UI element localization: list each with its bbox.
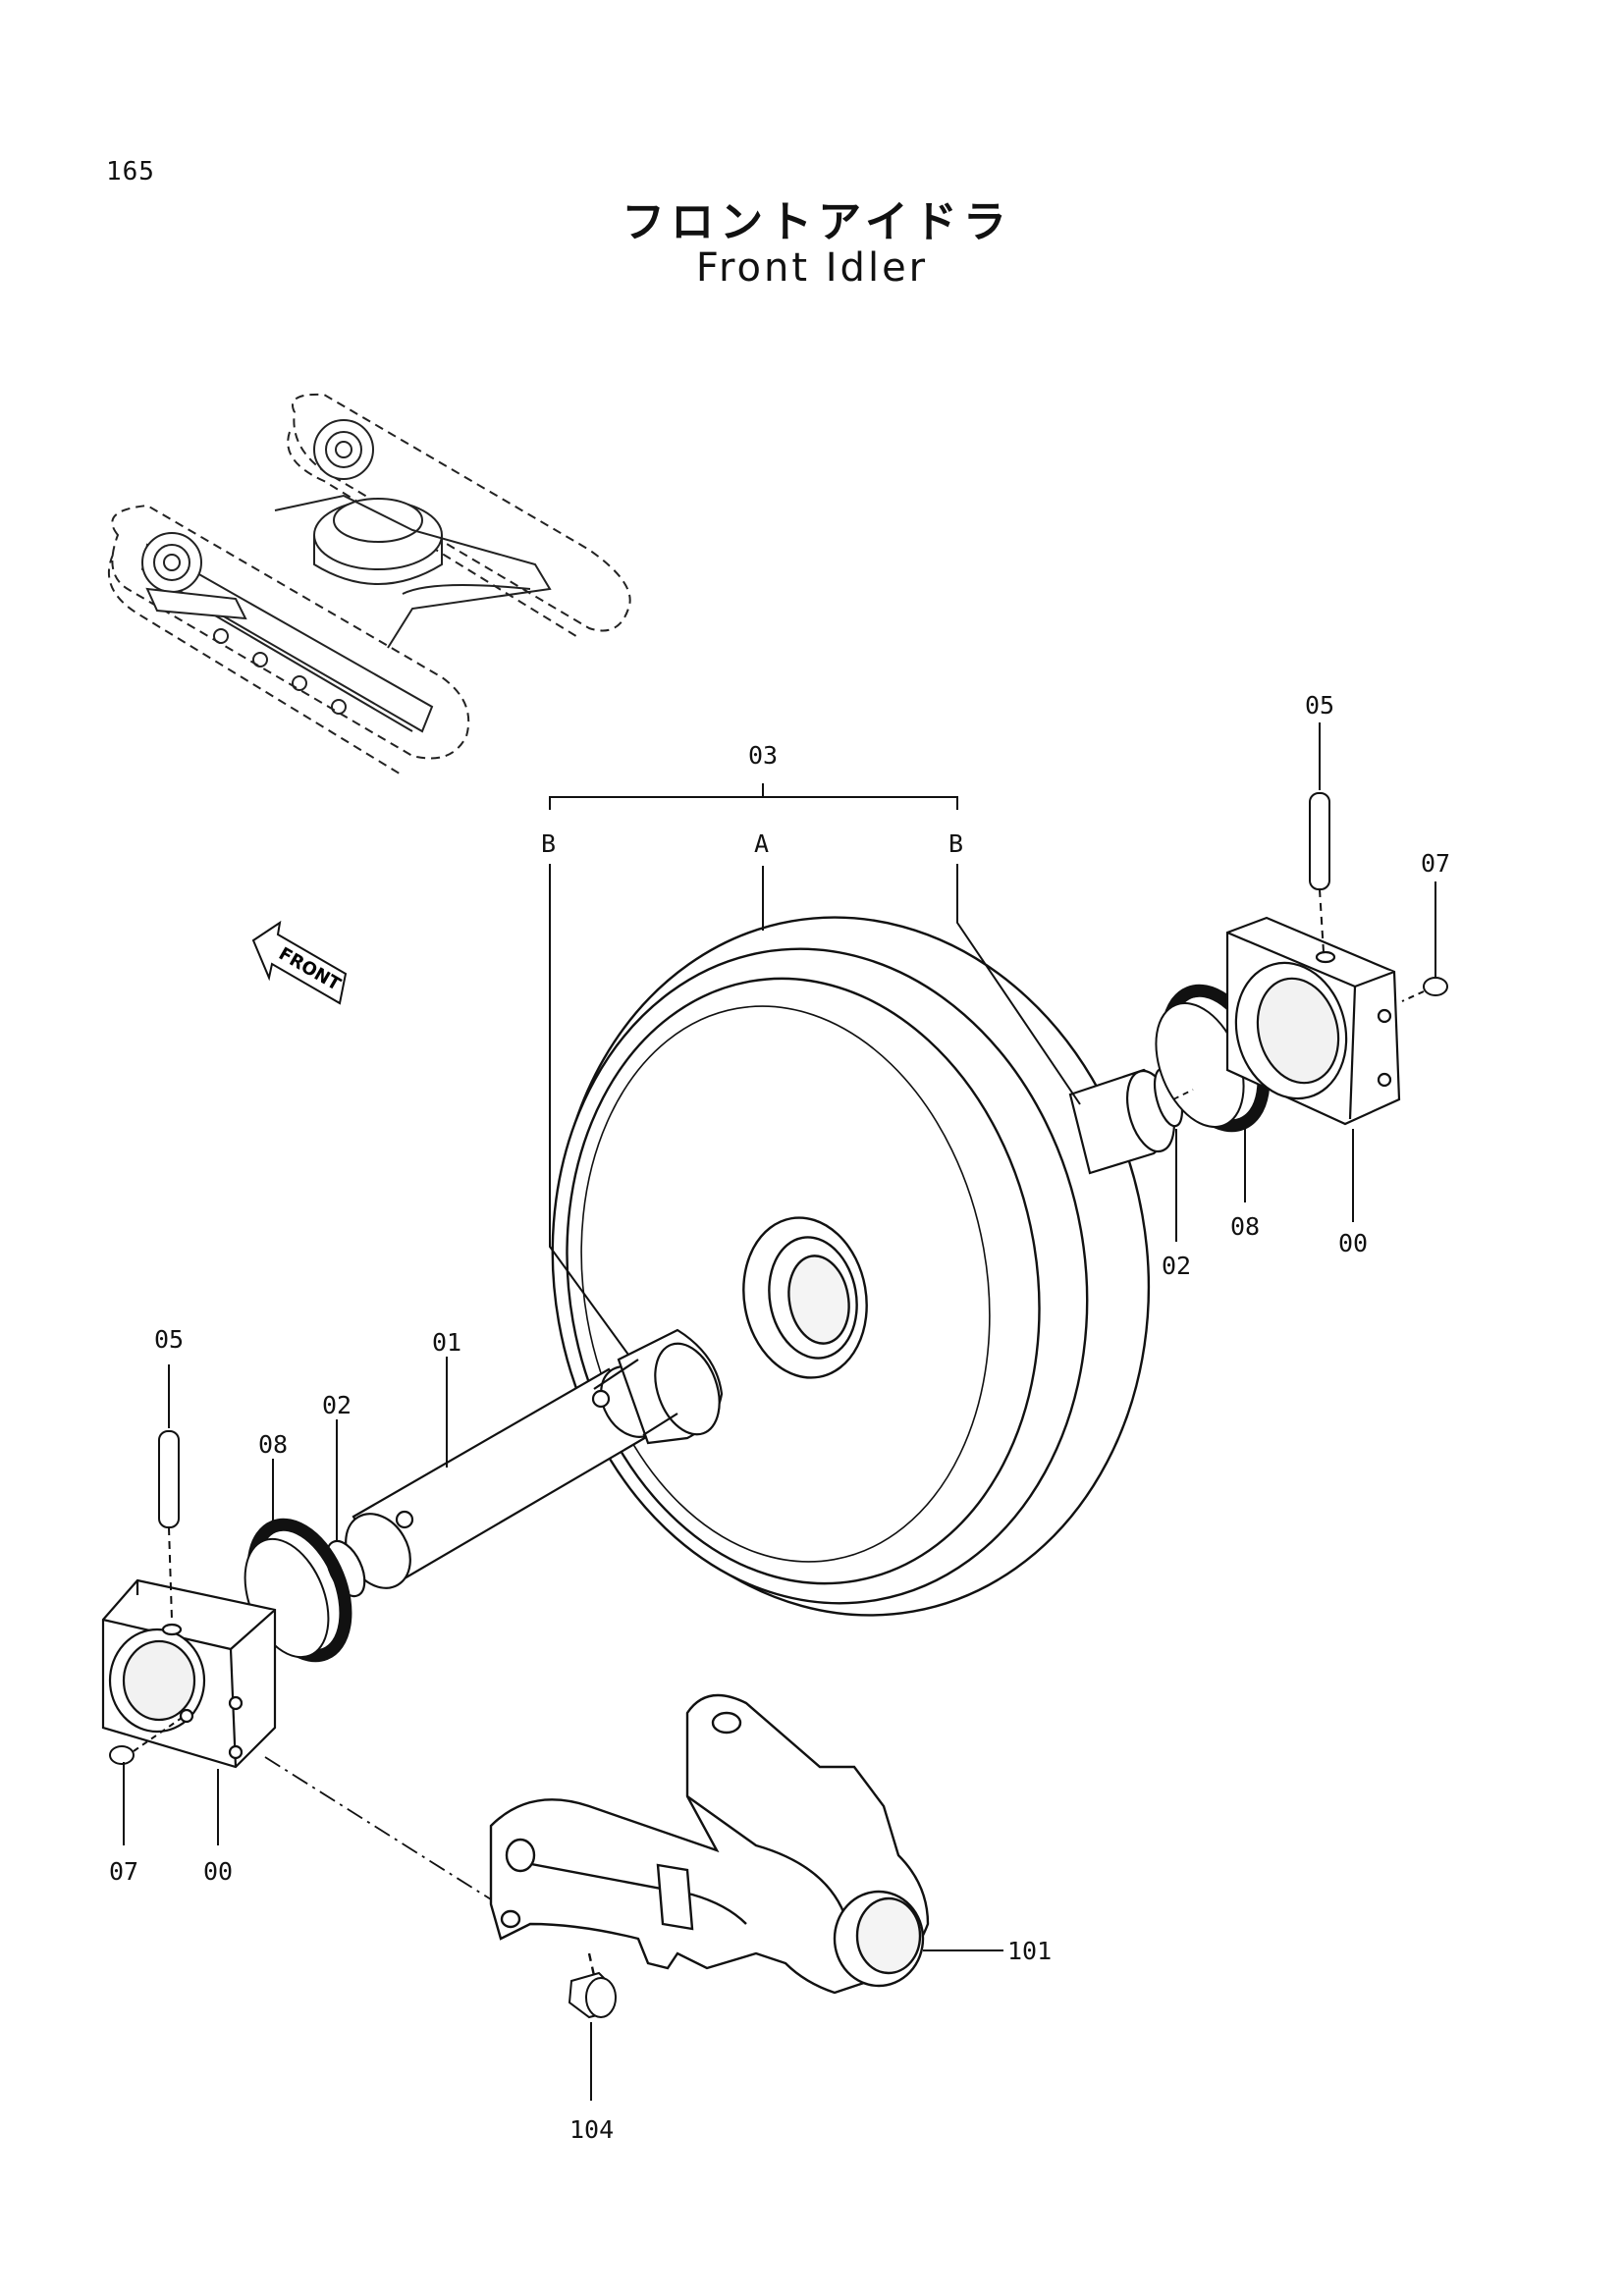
callout-pin-left: 05 (154, 1325, 184, 1354)
page-title-japanese: フロントアイドラ (622, 197, 1012, 247)
callout-bearing-left: 00 (203, 1857, 233, 1886)
callout-bolt: 104 (569, 2115, 614, 2144)
callout-bearing-right: 00 (1338, 1229, 1368, 1257)
callout-pin-right: 05 (1305, 691, 1334, 720)
pin-left (158, 1430, 180, 1621)
pin-right (1309, 792, 1330, 953)
page-number: 165 (106, 157, 155, 187)
callout-plug-left: 07 (109, 1857, 138, 1886)
right-shaft-stub (1068, 1067, 1184, 1175)
callout-seal-right: 08 (1230, 1212, 1260, 1241)
callout-collar-left: 02 (322, 1391, 352, 1419)
idler-bracket (489, 1693, 930, 1999)
callout-sub-b-left: B (541, 829, 556, 858)
callout-sub-b-right: B (948, 829, 963, 858)
undercarriage-overview-illustration (108, 393, 631, 776)
front-direction-arrow: FRONT (251, 920, 348, 1005)
callout-seal-left: 08 (258, 1430, 288, 1459)
callout-plug-right: 07 (1421, 849, 1450, 878)
callout-assembly: 03 (748, 741, 778, 770)
callout-sub-a: A (754, 829, 769, 858)
plug-left (109, 1717, 183, 1765)
bearing-housing-right (1225, 916, 1401, 1126)
callout-collar-right: 02 (1162, 1252, 1191, 1280)
plug-right (1401, 977, 1448, 1002)
assembly-line-housing-to-bracket (264, 1756, 492, 1900)
bolt (568, 1971, 617, 2019)
callout-labels: 03 A B B 01 02 08 05 07 00 05 07 02 08 0… (109, 691, 1450, 2144)
callout-shaft: 01 (432, 1328, 461, 1357)
callout-leaders (123, 722, 1436, 2101)
idler-wheel (551, 916, 1151, 1617)
bearing-housing-left (101, 1578, 277, 1769)
page-title-english: Front Idler (695, 245, 929, 291)
callout-bracket: 101 (1007, 1937, 1052, 1965)
shaft (345, 1328, 724, 1589)
